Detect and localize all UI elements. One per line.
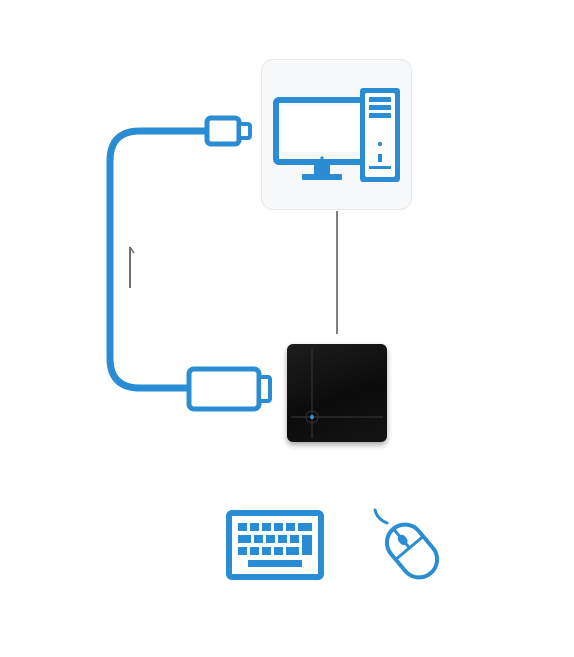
status-led-icon xyxy=(310,415,314,419)
keyboard-icon xyxy=(226,510,324,580)
desktop-computer-icon xyxy=(273,88,400,182)
mouse-icon xyxy=(373,508,440,580)
kvm-device-details xyxy=(291,348,383,438)
usb-connector-top xyxy=(204,115,252,147)
usb-cable-wire xyxy=(106,127,212,392)
direction-arrow-icon xyxy=(129,246,135,288)
computer-node xyxy=(261,59,412,210)
usb-connector-bottom xyxy=(186,366,272,412)
kvm-switch-device xyxy=(287,344,387,442)
